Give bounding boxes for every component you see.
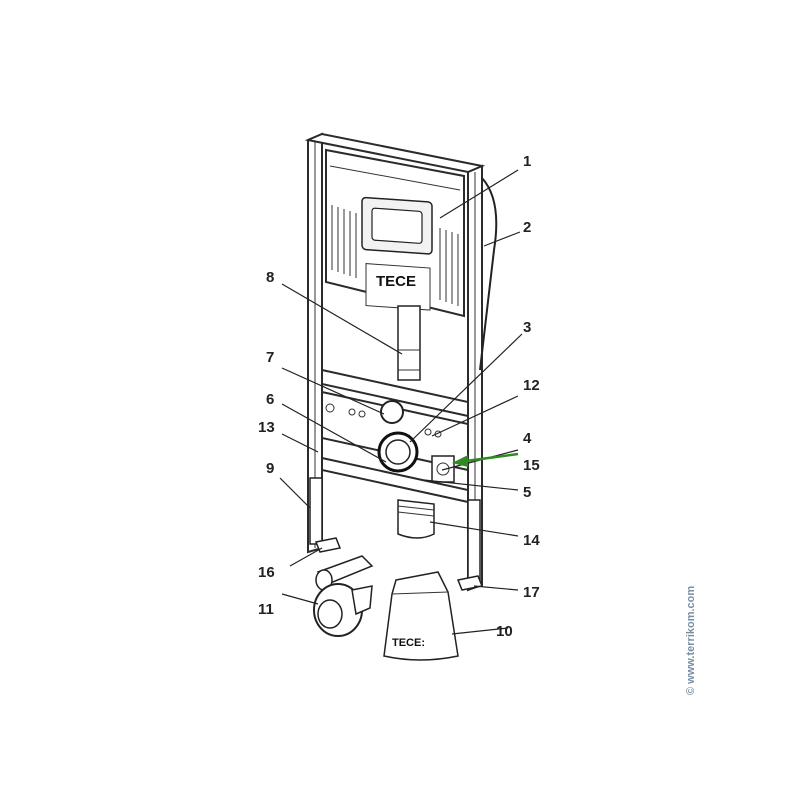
callout-4: 4 [523,430,532,447]
callout-labels: 1 2 3 4 5 6 7 8 9 10 11 12 13 14 15 16 1… [258,153,540,640]
callout-2: 2 [523,219,531,236]
right-foot [456,575,484,591]
callout-7: 7 [266,349,274,366]
drain-pipe [397,499,435,539]
flex-hose [479,177,498,371]
left-leg [309,477,323,545]
top-rail [304,132,486,174]
middle-crossbar [321,368,469,418]
highlight-arrowhead [452,455,468,467]
flush-mechanism [371,207,423,244]
callout-15: 15 [523,457,540,474]
drain-bend-inner [385,439,411,465]
callout-6: 6 [266,391,274,408]
callout-14: 14 [523,532,540,549]
flush-pipe [397,305,421,381]
right-leg [467,499,481,581]
leader-lines [279,169,523,635]
callout-1: 1 [523,153,531,170]
callout-11: 11 [258,601,274,618]
callout-17: 17 [523,584,540,601]
callout-5: 5 [523,484,531,501]
fixing-bag: TECE: [383,571,459,661]
connection-set [313,555,374,637]
bolt-hole [325,403,335,413]
callout-9: 9 [266,460,274,477]
callout-16: 16 [258,564,275,581]
bag-logo: TECE: [392,637,425,649]
cistern-ribs [331,205,459,306]
mounting-plate [321,390,469,472]
highlight-arrow [465,452,519,463]
watermark: © www.terrikom.com [685,586,697,695]
installation-frame: TECE [304,132,498,592]
angle-valve [431,455,455,483]
tece-logo: TECE [376,273,416,290]
callout-10: 10 [496,623,513,640]
callout-3: 3 [523,319,531,336]
callout-8: 8 [266,269,274,286]
callout-12: 12 [523,377,540,394]
callout-13: 13 [258,419,275,436]
water-inlet [380,400,404,424]
